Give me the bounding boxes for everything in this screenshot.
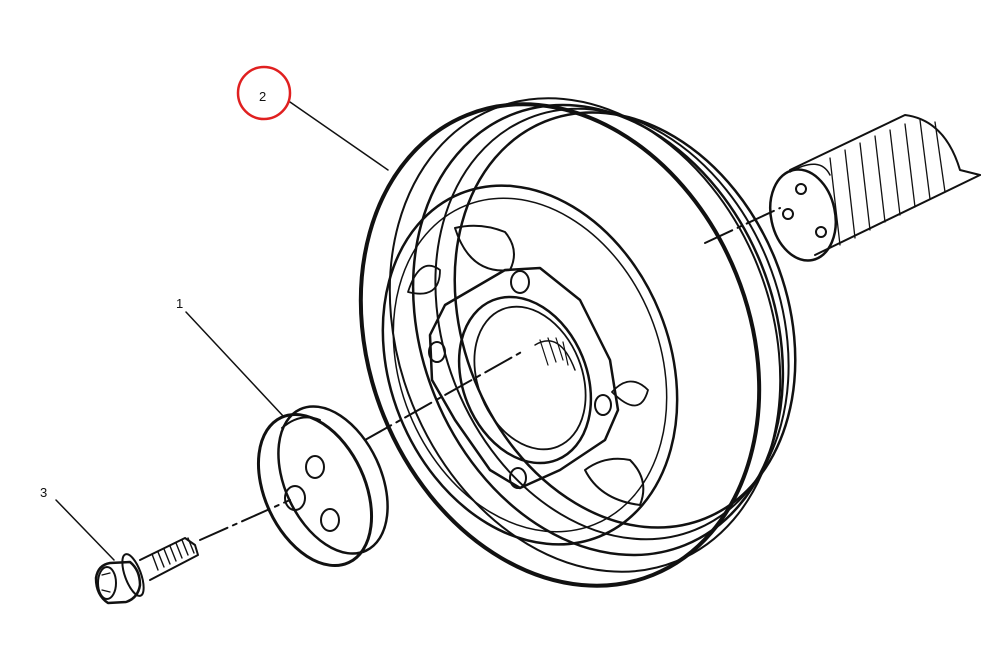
leader-lines — [55, 101, 389, 561]
bolt — [94, 537, 199, 605]
crankshaft-spline — [704, 114, 981, 262]
crankshaft-pulley — [358, 97, 797, 588]
callout-2-label: 2 — [259, 89, 266, 104]
callout-1-label: 1 — [176, 296, 183, 311]
washer-plate — [199, 405, 389, 568]
highlight-circle — [236, 65, 292, 121]
callout-3-label: 3 — [40, 485, 47, 500]
